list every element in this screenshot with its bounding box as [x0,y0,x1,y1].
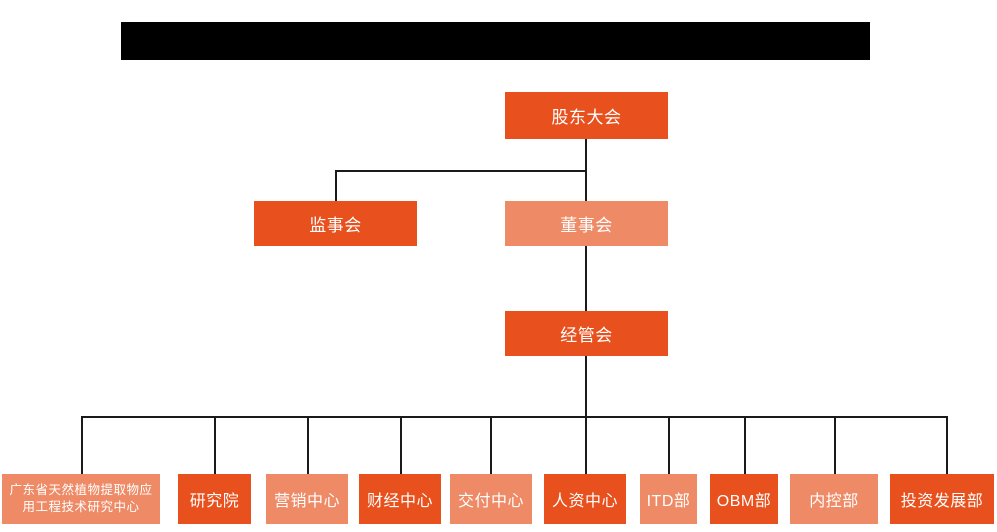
node-itd-department[interactable]: ITD部 [640,474,697,524]
node-investment-development-department[interactable]: 投资发展部 [890,474,994,524]
node-shareholders-meeting[interactable]: 股东大会 [505,92,668,139]
node-shareholders-meeting-label: 股东大会 [551,108,622,127]
node-management-committee-label: 经管会 [560,326,613,345]
connector-drop-marketing-center [307,416,309,474]
connector-drop-finance-center [400,416,402,474]
node-delivery-center[interactable]: 交付中心 [450,474,532,524]
connector-drop-investment-development-department [946,416,948,474]
node-hr-center-label: 人资中心 [551,493,618,510]
connector-to-board-of-directors [585,170,587,201]
redacted-title-bar [121,22,870,60]
node-supervisory-board[interactable]: 监事会 [254,201,417,246]
redacted-title-text [121,22,870,60]
connector-drop-hr-center [585,416,587,474]
node-research-institute[interactable]: 研究院 [178,474,251,524]
node-obm-department[interactable]: OBM部 [710,474,778,524]
node-management-committee[interactable]: 经管会 [505,311,668,356]
node-finance-center[interactable]: 财经中心 [359,474,441,524]
connector-drop-obm-department [744,416,746,474]
connector-drop-research-institute [214,416,216,474]
node-marketing-center[interactable]: 营销中心 [266,474,348,524]
node-internal-control-department-label: 内控部 [809,493,859,510]
node-obm-department-label: OBM部 [716,493,772,510]
connector-to-supervisory-board [335,170,337,201]
node-marketing-center-label: 营销中心 [273,493,340,510]
node-board-of-directors-label: 董事会 [560,216,613,235]
node-research-institute-label: 研究院 [189,493,240,510]
connector-split-horizontal [335,170,586,172]
connector-board-to-management [585,245,587,311]
node-board-of-directors[interactable]: 董事会 [505,201,668,246]
node-internal-control-department[interactable]: 内控部 [790,474,878,524]
node-itd-department-label: ITD部 [646,493,691,510]
connector-shareholders-to-split [585,138,587,171]
node-finance-center-label: 财经中心 [366,493,433,510]
node-guangdong-research-center-label: 广东省天然植物提取物应 用工程技术研究中心 [9,483,153,514]
connector-management-to-bus [585,356,587,418]
node-investment-development-department-label: 投资发展部 [900,493,984,510]
node-hr-center[interactable]: 人资中心 [544,474,626,524]
node-supervisory-board-label: 监事会 [309,216,362,235]
connector-drop-guangdong-research-center [81,416,83,474]
connector-department-bus [81,416,947,418]
connector-drop-delivery-center [490,416,492,474]
node-delivery-center-label: 交付中心 [457,493,524,510]
node-guangdong-research-center[interactable]: 广东省天然植物提取物应 用工程技术研究中心 [2,474,160,524]
connector-drop-itd-department [668,416,670,474]
connector-drop-internal-control-department [834,416,836,474]
